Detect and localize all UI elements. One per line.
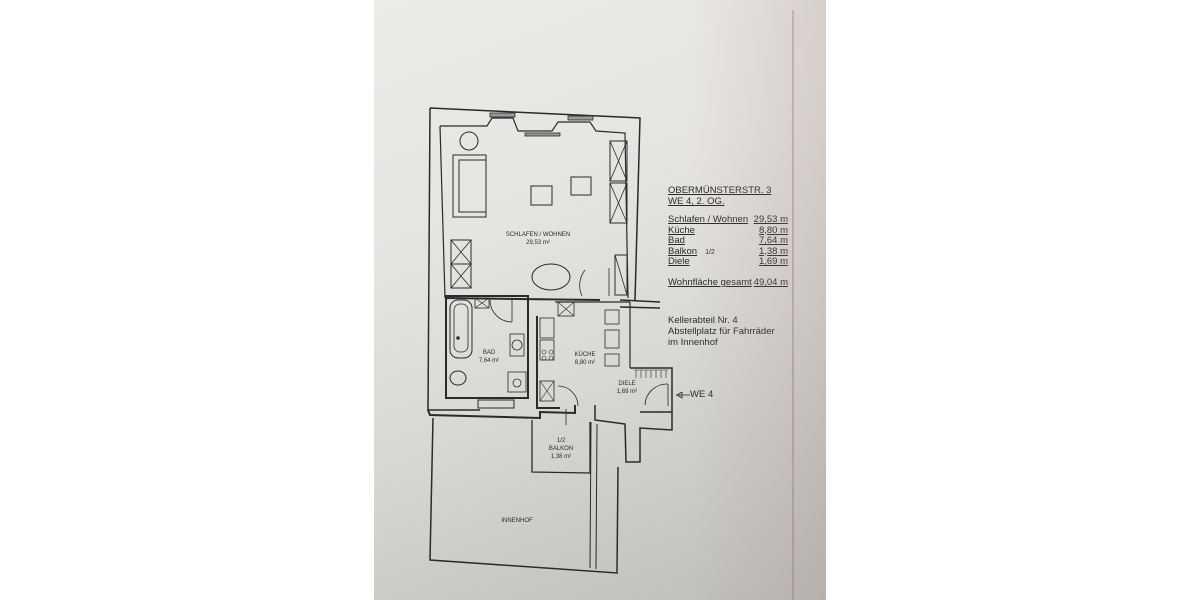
note-line: Abstellplatz für Fahrräder <box>668 326 775 337</box>
area-value: 8,80 m <box>758 224 788 236</box>
note-line: im Innenhof <box>668 337 718 348</box>
room-name: SCHLAFEN / WOHNEN <box>505 232 571 238</box>
area-row: Balkon 1/2 1,38 m <box>668 246 788 257</box>
area-value: 1,69 m <box>758 256 788 267</box>
area-row: Küche 8,80 m <box>668 225 788 236</box>
total-label: Wohnfläche gesamt <box>668 277 752 288</box>
room-label-schlafen-wohnen: SCHLAFEN / WOHNEN 29,53 m² <box>506 231 570 247</box>
room-label-diele: DIELE 1,69 m² <box>617 380 637 396</box>
room-area: 7,64 m² <box>478 358 500 364</box>
room-name: BALKON <box>548 446 574 452</box>
unit-floor: WE 4, 2. OG. <box>668 196 725 207</box>
room-name: INNENHOF <box>501 518 533 524</box>
area-table: Schlafen / Wohnen 29,53 m Küche 8,80 m B… <box>668 214 788 267</box>
total-area: Wohnfläche gesamt 49,04 m <box>668 277 788 288</box>
area-value: 29,53 m <box>753 214 788 225</box>
note-line: Kellerabteil Nr. 4 <box>668 315 738 326</box>
room-name: DIELE <box>618 381 636 387</box>
room-fraction: 1/2 <box>556 438 566 444</box>
total-value: 49,04 m <box>753 277 788 288</box>
area-row: Bad 7,64 m <box>668 235 788 246</box>
room-label-kueche: KÜCHE 8,80 m² <box>574 351 595 367</box>
entrance-marker: WE 4 <box>690 389 713 400</box>
floor-plan-photo: SCHLAFEN / WOHNEN 29,53 m² BAD 7,64 m² K… <box>374 0 826 600</box>
entrance-label: WE 4 <box>690 389 714 400</box>
room-label-balkon: 1/2 BALKON 1,38 m² <box>549 437 573 461</box>
room-area: 1,69 m² <box>616 389 638 395</box>
address: OBERMÜNSTERSTR. 3 <box>668 185 772 196</box>
area-room: Balkon <box>668 245 698 257</box>
area-room: Bad <box>668 235 685 246</box>
area-value: 7,64 m <box>758 235 788 246</box>
area-value: 1,38 m <box>758 245 788 257</box>
room-area: 1,38 m² <box>550 454 572 460</box>
address-block: OBERMÜNSTERSTR. 3 WE 4, 2. OG. <box>668 185 771 207</box>
room-label-innenhof: INNENHOF <box>501 517 532 525</box>
notes: Kellerabteil Nr. 4 Abstellplatz für Fahr… <box>668 315 775 348</box>
room-name: BAD <box>482 350 496 356</box>
area-row: Schlafen / Wohnen 29,53 m <box>668 214 788 225</box>
paper-edge <box>792 10 794 600</box>
area-note: 1/2 <box>705 248 715 256</box>
floor-plan-drawing <box>427 107 690 574</box>
area-room: Küche <box>668 224 695 236</box>
area-room: Schlafen / Wohnen <box>668 214 749 225</box>
room-name: KÜCHE <box>574 352 596 358</box>
outer-walls <box>427 107 690 574</box>
area-room: Diele <box>668 256 690 267</box>
room-area: 8,80 m² <box>574 360 596 366</box>
room-area: 29,53 m² <box>526 240 550 246</box>
area-row: Diele 1,69 m <box>668 256 788 267</box>
room-label-bad: BAD 7,64 m² <box>479 349 499 365</box>
